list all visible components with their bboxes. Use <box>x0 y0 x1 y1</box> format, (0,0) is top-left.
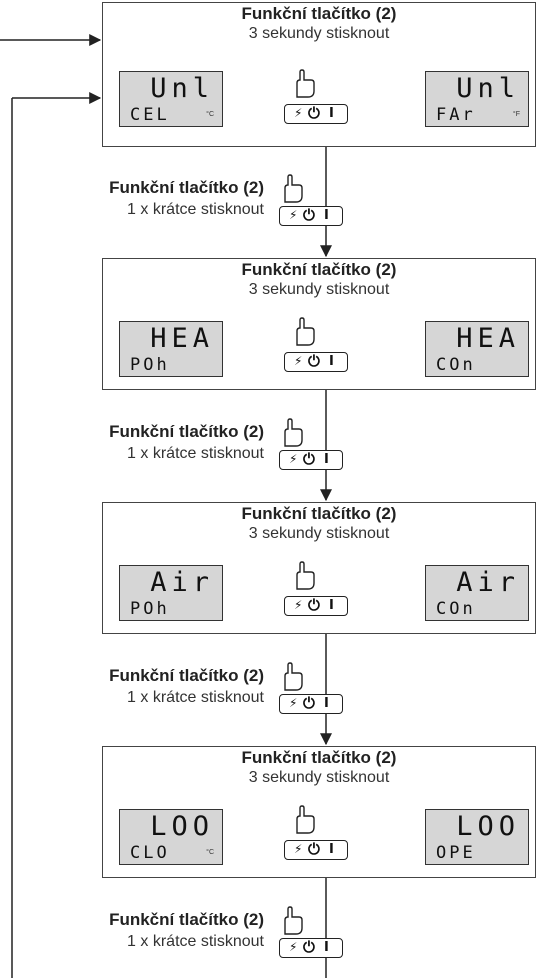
power-icon: ⏻ <box>308 352 320 370</box>
lcd-top-text: Air <box>150 567 214 598</box>
step-subtitle: 1 x krátce stisknout <box>127 689 264 706</box>
pointing-hand-icon <box>296 805 315 834</box>
power-icon: ⏻ <box>308 840 320 858</box>
panel-subtitle: 3 sekundy stisknout <box>248 525 390 542</box>
lcd-display-right: Air COn <box>425 565 529 621</box>
lcd-display-right: HEA COn <box>425 321 529 377</box>
settings-panel-heating: Funkční tlačítko (2) 3 sekundy stisknout… <box>102 258 536 390</box>
function-button[interactable]: ⚡ ⏻ I <box>279 450 343 470</box>
step-instruction: Funkční tlačítko (2) 1 x krátce stisknou… <box>84 178 264 219</box>
lcd-top-text: Unl <box>150 73 214 104</box>
pointing-hand-icon <box>296 317 315 346</box>
power-icon: ⏻ <box>303 450 315 468</box>
one-icon: I <box>324 940 329 955</box>
one-icon: I <box>324 208 329 223</box>
lcd-top-text: Air <box>456 567 520 598</box>
power-icon: ⏻ <box>308 596 320 614</box>
step-subtitle: 1 x krátce stisknout <box>127 445 264 462</box>
step-instruction: Funkční tlačítko (2) 1 x krátce stisknou… <box>84 422 264 463</box>
step-title: Funkční tlačítko (2) <box>109 422 264 441</box>
lcd-unit-label: °C <box>206 111 214 118</box>
lcd-display-left: LOO CLO °C <box>119 809 223 865</box>
step-title: Funkční tlačítko (2) <box>109 666 264 685</box>
step-instruction: Funkční tlačítko (2) 1 x krátce stisknou… <box>84 666 264 707</box>
lcd-display-right: LOO OPE <box>425 809 529 865</box>
pointing-hand-icon <box>284 906 303 935</box>
function-icon: ⚡ <box>289 208 298 222</box>
lcd-bottom-text: POh <box>130 355 170 375</box>
lcd-unit-label: °F <box>512 111 520 118</box>
panel-title: Funkční tlačítko (2) <box>241 748 397 767</box>
function-button[interactable]: ⚡ ⏻ I <box>284 104 348 124</box>
pointing-hand-icon <box>296 69 315 98</box>
function-icon: ⚡ <box>289 452 298 466</box>
lcd-unit-label: °C <box>206 849 214 856</box>
step-title: Funkční tlačítko (2) <box>109 178 264 197</box>
lcd-bottom-text: FAr <box>436 105 476 125</box>
panel-title: Funkční tlačítko (2) <box>241 504 397 523</box>
lcd-display-left: Air POh <box>119 565 223 621</box>
function-icon: ⚡ <box>289 940 298 954</box>
step-instruction: Funkční tlačítko (2) 1 x krátce stisknou… <box>84 910 264 951</box>
one-icon: I <box>329 354 334 369</box>
one-icon: I <box>329 598 334 613</box>
one-icon: I <box>324 696 329 711</box>
function-icon: ⚡ <box>289 696 298 710</box>
power-icon: ⏻ <box>303 694 315 712</box>
lcd-bottom-text: CLO <box>130 843 170 863</box>
settings-panel-air: Funkční tlačítko (2) 3 sekundy stisknout… <box>102 502 536 634</box>
lcd-bottom-text: COn <box>436 355 476 375</box>
power-icon: ⏻ <box>308 104 320 122</box>
panel-title: Funkční tlačítko (2) <box>241 4 397 23</box>
pointing-hand-icon <box>284 662 303 691</box>
function-button[interactable]: ⚡ ⏻ I <box>284 840 348 860</box>
lcd-display-left: Unl CEL °C <box>119 71 223 127</box>
lcd-top-text: Unl <box>456 73 520 104</box>
lcd-bottom-text: CEL <box>130 105 170 125</box>
lcd-top-text: LOO <box>456 811 520 842</box>
function-button[interactable]: ⚡ ⏻ I <box>279 938 343 958</box>
step-subtitle: 1 x krátce stisknout <box>127 933 264 950</box>
function-icon: ⚡ <box>294 598 303 612</box>
pointing-hand-icon <box>296 561 315 590</box>
lcd-bottom-text: OPE <box>436 843 476 863</box>
settings-panel-unit: Funkční tlačítko (2) 3 sekundy stisknout… <box>102 2 536 147</box>
function-button[interactable]: ⚡ ⏻ I <box>284 596 348 616</box>
function-button[interactable]: ⚡ ⏻ I <box>279 206 343 226</box>
one-icon: I <box>329 842 334 857</box>
function-button[interactable]: ⚡ ⏻ I <box>284 352 348 372</box>
lcd-bottom-text: COn <box>436 599 476 619</box>
lcd-top-text: HEA <box>150 323 214 354</box>
power-icon: ⏻ <box>303 206 315 224</box>
lcd-top-text: LOO <box>150 811 214 842</box>
lcd-top-text: HEA <box>456 323 520 354</box>
function-icon: ⚡ <box>294 354 303 368</box>
step-title: Funkční tlačítko (2) <box>109 910 264 929</box>
panel-subtitle: 3 sekundy stisknout <box>248 769 390 786</box>
settings-panel-lock: Funkční tlačítko (2) 3 sekundy stisknout… <box>102 746 536 878</box>
function-icon: ⚡ <box>294 106 303 120</box>
pointing-hand-icon <box>284 418 303 447</box>
lcd-display-left: HEA POh <box>119 321 223 377</box>
panel-title: Funkční tlačítko (2) <box>241 260 397 279</box>
lcd-display-right: Unl FAr °F <box>425 71 529 127</box>
function-icon: ⚡ <box>294 842 303 856</box>
one-icon: I <box>324 452 329 467</box>
panel-subtitle: 3 sekundy stisknout <box>248 281 390 298</box>
one-icon: I <box>329 106 334 121</box>
power-icon: ⏻ <box>303 938 315 956</box>
function-button[interactable]: ⚡ ⏻ I <box>279 694 343 714</box>
step-subtitle: 1 x krátce stisknout <box>127 201 264 218</box>
pointing-hand-icon <box>284 174 303 203</box>
lcd-bottom-text: POh <box>130 599 170 619</box>
panel-subtitle: 3 sekundy stisknout <box>248 25 390 42</box>
